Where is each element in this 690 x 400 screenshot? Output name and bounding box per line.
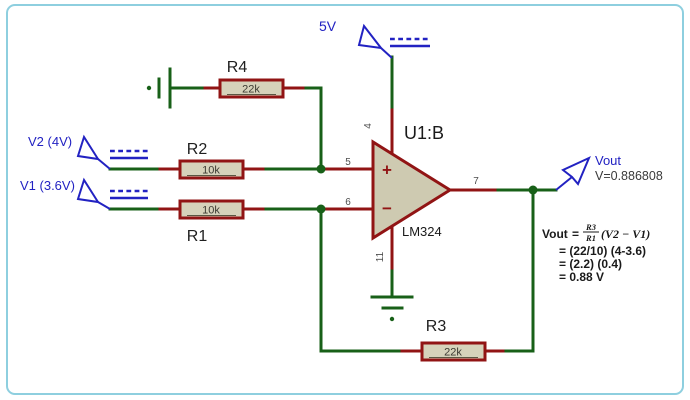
pin-6-label: 6 [345, 197, 351, 208]
vout-label: Vout [595, 153, 621, 168]
wire-feedback-left[interactable] [319, 207, 404, 353]
resistor-r1-value: 10k [202, 205, 220, 217]
resistor-r2[interactable]: 10k R2 [178, 141, 245, 180]
formula-line2: = (22/10) (4-3.6) [559, 244, 646, 258]
opamp-u1b[interactable]: + − U1:B LM324 5 6 7 4 11 [345, 123, 479, 262]
opamp-minus-sign: − [382, 199, 392, 218]
wire-r4-to-node-inp[interactable] [301, 86, 323, 171]
ground-dot [146, 85, 152, 91]
power-probe-5v[interactable]: 5V [319, 18, 430, 59]
resistor-r4[interactable]: 22k R4 [218, 59, 285, 99]
formula-lhs: Vout [542, 227, 568, 241]
pin-4-label: 4 [363, 123, 374, 129]
formula-line4: = 0.88 V [559, 270, 604, 284]
formula-line3: = (2.2) (0.4) [559, 257, 622, 271]
source-v1-label: V1 (3.6V) [20, 178, 75, 193]
ground-dot [389, 316, 395, 322]
formula-eq: = [572, 227, 579, 241]
resistor-r1-ref: R1 [187, 228, 208, 245]
resistor-r4-value: 22k [242, 84, 260, 96]
resistor-r2-ref: R2 [187, 141, 208, 158]
supply-5v-label: 5V [319, 18, 337, 34]
pin-5-label: 5 [345, 157, 351, 168]
voltage-probe-vout[interactable]: Vout V=0.886808 [555, 153, 663, 191]
source-probe-v1[interactable]: V1 (3.6V) [20, 177, 148, 210]
vout-probe-arrow[interactable] [561, 156, 591, 186]
opamp-part-label: LM324 [402, 224, 442, 239]
resistor-r3[interactable]: 22k R3 [420, 318, 487, 362]
resistor-r2-value: 10k [202, 165, 220, 177]
opamp-plus-sign: + [382, 161, 392, 180]
v1-probe-triangle[interactable] [76, 177, 101, 204]
ground-symbol-bottom[interactable] [370, 295, 414, 322]
resistor-r1[interactable]: 10k R1 [178, 199, 245, 245]
source-probe-v2[interactable]: V2 (4V) [28, 134, 148, 170]
formula-term1: (V2 − V1) [601, 227, 650, 241]
resistor-r3-ref: R3 [426, 318, 447, 335]
opamp-triangle[interactable] [371, 139, 453, 241]
formula-frac-den: R1 [585, 233, 596, 243]
resistor-r4-ref: R4 [227, 59, 248, 76]
power-probe-triangle[interactable] [357, 23, 384, 50]
resistor-r3-value: 22k [444, 347, 462, 359]
v2-probe-triangle[interactable] [76, 134, 101, 161]
junction-inverting-node [316, 204, 326, 214]
formula-frac-num: R3 [585, 222, 597, 232]
junction-output-node [528, 185, 538, 195]
source-v2-label: V2 (4V) [28, 134, 72, 149]
pin-11-label: 11 [375, 251, 386, 262]
pin-7-label: 7 [473, 176, 479, 187]
ground-symbol-left[interactable] [146, 67, 172, 109]
opamp-ref-label: U1:B [404, 123, 444, 143]
wire-feedback-right[interactable] [501, 188, 535, 353]
vout-reading: V=0.886808 [595, 169, 663, 183]
formula-annotation: Vout = R3 R1 (V2 − V1) = (22/10) (4-3.6)… [542, 222, 650, 284]
sheet-border [6, 4, 684, 395]
junction-noninverting-node [316, 164, 326, 174]
